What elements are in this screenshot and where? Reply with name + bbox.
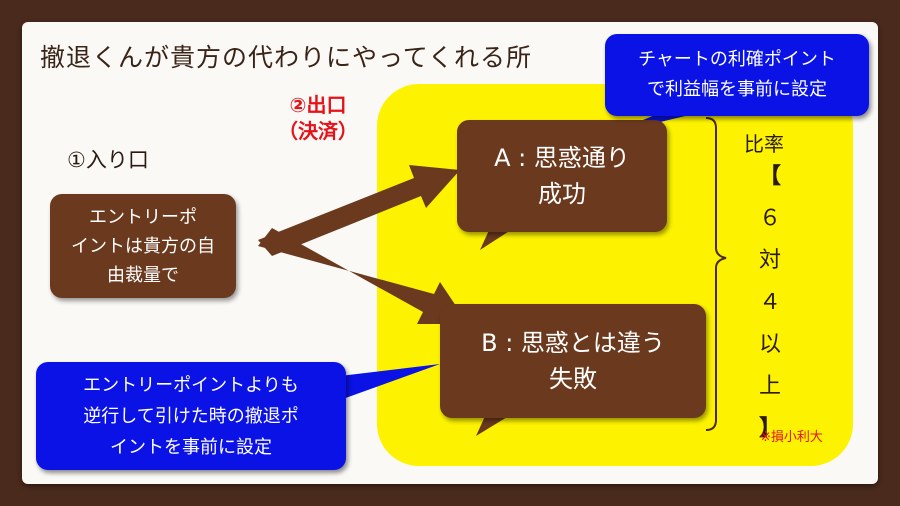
- entry-box-line2: イントは貴方の自: [71, 235, 215, 257]
- page-title: 撤退くんが貴方の代わりにやってくれる所: [40, 43, 533, 72]
- ratio-close-bracket: 】: [758, 416, 781, 441]
- entry-box-line3: 由裁量で: [107, 264, 179, 286]
- outcome-b-line2: 失敗: [549, 365, 597, 393]
- ratio-n2: ４: [758, 290, 781, 315]
- entry-box-line1: エントリーポ: [89, 206, 197, 228]
- ratio-word2: 上: [758, 374, 781, 399]
- callout-bottom-line3: イントを事前に設定: [109, 436, 272, 458]
- callout-top-line2: で利益幅を事前に設定: [646, 79, 827, 100]
- outcome-a-line1: A : 思惑通り: [494, 144, 630, 172]
- ratio-open-bracket: 【: [758, 164, 781, 189]
- ratio-value: 【 ６ 対 ４ 以 上 】: [742, 156, 798, 450]
- ratio-sep: 対: [758, 248, 781, 273]
- exit-label-line1: ②出口: [289, 93, 347, 117]
- ratio-brace: [705, 117, 727, 431]
- entry-label: ①入り口: [67, 148, 149, 172]
- arrow-to-success: [258, 165, 460, 256]
- entry-point-box: エントリーポ イントは貴方の自 由裁量で: [50, 194, 236, 298]
- outcome-a-line2: 成功: [537, 180, 586, 208]
- outcome-success-bubble: A : 思惑通り 成功: [457, 120, 667, 232]
- arrow-to-failure: [258, 228, 468, 324]
- callout-bottom-tail: [340, 364, 440, 400]
- stop-loss-callout: エントリーポイントよりも 逆行して引けた時の撤退ポ イントを事前に設定: [36, 362, 346, 470]
- ratio-label: 比率: [744, 132, 784, 156]
- exit-label-line2: （決済）: [278, 119, 358, 143]
- connectors: [258, 112, 727, 436]
- exit-label: ②出口 （決済）: [275, 92, 361, 144]
- risk-note: ※損小利大: [760, 430, 823, 445]
- ratio-n1: ６: [758, 206, 781, 231]
- outcome-b-line1: B : 思惑とは違う: [481, 329, 665, 357]
- bubble-b-tail: [476, 414, 512, 436]
- callout-bottom-line1: エントリーポイントよりも: [83, 374, 299, 396]
- slide: 撤退くんが貴方の代わりにやってくれる所 ②出口 （決済） ①入り口 エントリーポ…: [22, 22, 878, 484]
- ratio-word1: 以: [758, 332, 781, 357]
- callout-top-line1: チャートの利確ポイント: [638, 49, 836, 70]
- take-profit-callout: チャートの利確ポイント で利益幅を事前に設定: [605, 34, 869, 116]
- bubble-a-tail: [480, 228, 514, 250]
- outcome-failure-bubble: B : 思惑とは違う 失敗: [440, 304, 706, 418]
- callout-bottom-line2: 逆行して引けた時の撤退ポ: [83, 405, 299, 427]
